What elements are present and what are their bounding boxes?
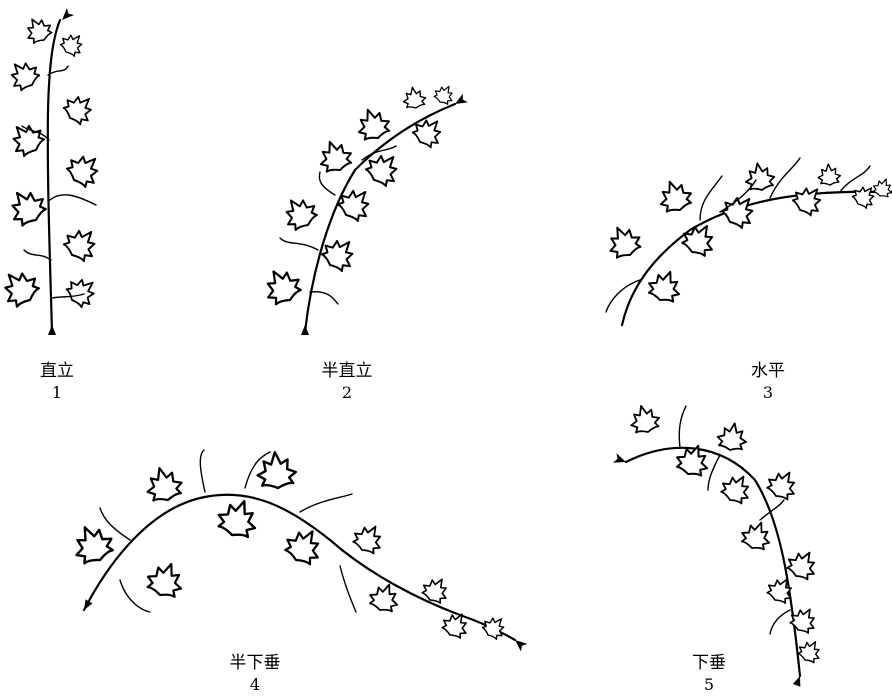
habit-5-drooping-vine (613, 402, 825, 687)
leaf (3, 183, 51, 230)
leaf (718, 189, 762, 233)
leaf (738, 518, 774, 553)
leaf (63, 272, 102, 311)
figure-1-number: 1 (0, 382, 117, 404)
figure-3-caption: 水平 3 (708, 360, 828, 404)
tendril (340, 566, 356, 612)
shoot-tip (613, 453, 628, 467)
figure-3-number: 3 (708, 382, 828, 404)
leaf (743, 161, 776, 193)
leaf (362, 147, 406, 191)
habit-1-erect-vine (0, 8, 107, 335)
tendril (708, 455, 720, 490)
leaf (366, 580, 402, 615)
leaf (645, 266, 685, 305)
leaf (479, 612, 510, 642)
leaf (789, 180, 828, 219)
figure-2-caption: 半直立 2 (287, 360, 407, 404)
figure-2-label: 半直立 (322, 361, 373, 381)
habit-4-semi-drooping-vine (67, 450, 527, 652)
leaf (673, 440, 713, 479)
shoot-base (793, 675, 804, 687)
leaf (60, 89, 99, 128)
leaf (63, 147, 107, 191)
leaf (0, 263, 43, 311)
tendril (24, 250, 51, 260)
leaf (432, 82, 458, 107)
shoot-base (48, 325, 56, 335)
habit-3-horizontal-vine (603, 158, 892, 325)
leaf (60, 222, 104, 266)
leaf (350, 519, 388, 557)
shoot-tip (453, 94, 468, 109)
leaf (315, 136, 355, 175)
figure-1-caption: 直立 1 (0, 360, 117, 404)
tendril (319, 172, 335, 195)
leaf (334, 182, 378, 226)
leaf (764, 573, 798, 607)
leaf (281, 523, 328, 569)
leaf (764, 465, 802, 503)
vine-stem (48, 20, 60, 332)
leaf (258, 263, 305, 309)
shoot-base (301, 325, 309, 335)
tendril (300, 494, 352, 512)
tendril (100, 508, 130, 540)
shoot-base (81, 599, 93, 612)
figure-3-label: 水平 (751, 361, 785, 381)
leaf (353, 104, 393, 143)
figure-4-label: 半下垂 (230, 653, 281, 673)
figure-1-label: 直立 (40, 361, 74, 381)
leaf (716, 421, 749, 453)
tendril (679, 406, 686, 448)
tendril (770, 610, 790, 634)
leaf (817, 163, 841, 186)
leaf (401, 85, 427, 110)
shoot-tip (58, 8, 74, 24)
tendril (310, 292, 338, 304)
leaf (655, 176, 695, 215)
leaf (795, 636, 825, 665)
tendril (606, 280, 640, 312)
leaf (4, 55, 43, 94)
leaf (409, 112, 448, 151)
tendril (200, 450, 205, 492)
tendril (50, 195, 96, 205)
tendril (840, 166, 870, 192)
leaf (143, 558, 187, 601)
tendril (120, 580, 150, 612)
leaf (142, 464, 185, 505)
leaf (784, 545, 822, 583)
leaf (4, 117, 48, 161)
leaf (603, 221, 645, 262)
leaf (214, 495, 262, 542)
leaf (67, 519, 117, 568)
habit-2-semi-erect-vine (258, 82, 468, 335)
figure-4-number: 4 (195, 674, 315, 696)
figure-2-number: 2 (287, 382, 407, 404)
leaf (419, 573, 453, 607)
tendril (700, 176, 722, 220)
tendril (280, 238, 318, 250)
vine-stem (622, 192, 885, 325)
figure-4-caption: 半下垂 4 (195, 652, 315, 696)
leaf (57, 29, 88, 59)
figure-5-caption: 下垂 5 (649, 652, 769, 696)
leaf (627, 402, 662, 436)
leaf (278, 191, 321, 234)
figure-5-number: 5 (649, 674, 769, 696)
leaf (21, 13, 55, 47)
figure-5-label: 下垂 (692, 653, 726, 673)
